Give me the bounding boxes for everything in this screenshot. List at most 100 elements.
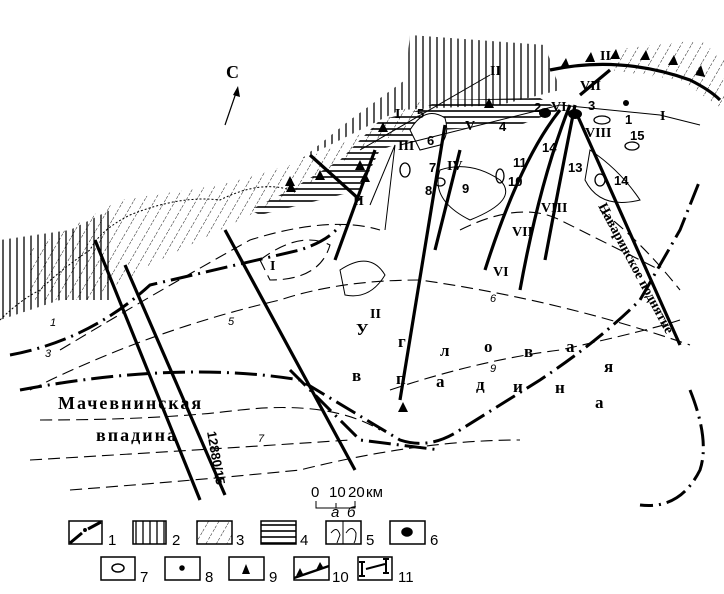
svg-text:б: б xyxy=(347,504,356,521)
svg-text:10: 10 xyxy=(508,174,522,189)
boundary-line xyxy=(9,224,342,357)
svg-text:п: п xyxy=(396,369,406,388)
svg-text:0: 0 xyxy=(311,484,319,501)
legend-item-11 xyxy=(357,556,393,581)
svg-text:7: 7 xyxy=(258,433,265,445)
svg-text:в: в xyxy=(352,366,361,385)
legend: 1 2 3 4 а б 5 6 7 8 9 10 11 xyxy=(68,504,438,586)
svg-text:г: г xyxy=(398,332,406,351)
svg-text:VIII: VIII xyxy=(585,126,611,141)
svg-text:II: II xyxy=(490,64,501,79)
svg-text:в: в xyxy=(524,342,533,361)
svg-text:3: 3 xyxy=(236,532,244,549)
svg-text:I: I xyxy=(270,259,275,274)
legend-item-7 xyxy=(100,556,136,581)
svg-text:км: км xyxy=(366,484,383,501)
svg-text:VII: VII xyxy=(580,79,601,94)
vertical-hatch-zone xyxy=(0,35,560,320)
legend-item-8 xyxy=(164,556,201,581)
svg-text:15: 15 xyxy=(630,128,644,143)
svg-text:о: о xyxy=(484,337,493,356)
boundary-line xyxy=(639,389,705,508)
svg-text:7: 7 xyxy=(140,569,148,586)
svg-text:11: 11 xyxy=(513,155,527,170)
legend-item-3 xyxy=(196,520,233,545)
svg-text:I: I xyxy=(395,107,400,122)
svg-text:VI: VI xyxy=(493,265,509,280)
navarin-label: Наваринское поднятие xyxy=(594,201,676,337)
structure-numbers: 1 2 3 4 5 6 7 8 9 10 11 13 14 14 15 xyxy=(417,98,644,198)
svg-text:я: я xyxy=(604,357,613,376)
north-label: С xyxy=(226,62,241,82)
svg-text:3: 3 xyxy=(45,348,52,360)
svg-text:1: 1 xyxy=(108,532,116,549)
svg-text:II: II xyxy=(353,194,364,209)
svg-text:а: а xyxy=(595,393,604,412)
faults xyxy=(93,68,682,501)
svg-text:9: 9 xyxy=(269,569,277,586)
svg-text:VI: VI xyxy=(551,100,567,115)
svg-text:4: 4 xyxy=(499,119,507,134)
svg-text:и: и xyxy=(513,377,523,396)
svg-text:У: У xyxy=(356,320,369,339)
svg-text:д: д xyxy=(476,375,485,394)
legend-item-2 xyxy=(132,520,167,545)
svg-text:1: 1 xyxy=(50,317,56,329)
boundary-line xyxy=(19,179,702,445)
svg-text:I: I xyxy=(660,109,665,124)
scale-bar: 0 10 20 км xyxy=(311,484,383,509)
svg-text:III: III xyxy=(398,139,414,154)
legend-item-9 xyxy=(228,556,265,581)
horizontal-hatch-zone xyxy=(250,98,560,215)
svg-text:а: а xyxy=(566,337,575,356)
svg-text:5: 5 xyxy=(228,316,235,328)
svg-text:10: 10 xyxy=(332,569,349,586)
svg-text:4: 4 xyxy=(300,532,308,549)
svg-text:IV: IV xyxy=(447,159,463,174)
boundary-line xyxy=(288,368,441,452)
legend-item-4 xyxy=(260,520,297,545)
machevna-label-1: Мачевнинская xyxy=(58,393,203,413)
svg-text:6: 6 xyxy=(427,133,434,148)
wells xyxy=(286,98,629,412)
svg-text:V: V xyxy=(465,119,475,134)
legend-item-5 xyxy=(325,520,362,545)
svg-text:8: 8 xyxy=(205,569,213,586)
svg-text:6: 6 xyxy=(430,532,438,549)
coastline xyxy=(0,186,291,321)
svg-text:а: а xyxy=(331,504,339,521)
contour-values: 1 3 5 7 9 6 xyxy=(45,293,497,445)
svg-text:II: II xyxy=(600,49,611,64)
svg-text:VIII: VIII xyxy=(541,201,567,216)
svg-text:13: 13 xyxy=(568,160,582,175)
svg-text:2: 2 xyxy=(534,100,541,115)
profile-line xyxy=(399,104,701,146)
svg-text:5: 5 xyxy=(417,106,424,121)
svg-text:14: 14 xyxy=(542,140,557,155)
svg-text:6: 6 xyxy=(490,293,497,305)
legend-item-10 xyxy=(293,556,330,581)
diagonal-hatch-zone xyxy=(30,40,724,300)
svg-text:20: 20 xyxy=(348,484,365,501)
machevna-label-2: впадина xyxy=(96,425,178,445)
small-closures xyxy=(399,115,640,187)
legend-item-6 xyxy=(389,520,426,545)
svg-text:а: а xyxy=(436,372,445,391)
svg-text:8: 8 xyxy=(425,183,432,198)
svg-text:11: 11 xyxy=(398,569,414,586)
svg-text:9: 9 xyxy=(490,363,496,375)
svg-text:5: 5 xyxy=(366,532,374,549)
svg-text:II: II xyxy=(370,307,381,322)
zone-numerals: I I I II II II II III IV V VI VI VII VII… xyxy=(270,49,665,322)
svg-text:3: 3 xyxy=(588,98,595,113)
legend-item-1 xyxy=(68,520,103,545)
svg-text:1: 1 xyxy=(625,112,632,127)
north-arrow: С xyxy=(224,62,241,126)
svg-text:7: 7 xyxy=(429,160,436,175)
svg-text:14: 14 xyxy=(614,173,629,188)
uglovaya-label: У г л о в а я в п а д и н а xyxy=(352,320,613,412)
svg-text:2: 2 xyxy=(172,532,180,549)
svg-text:10: 10 xyxy=(329,484,346,501)
thrust-front xyxy=(549,62,722,102)
